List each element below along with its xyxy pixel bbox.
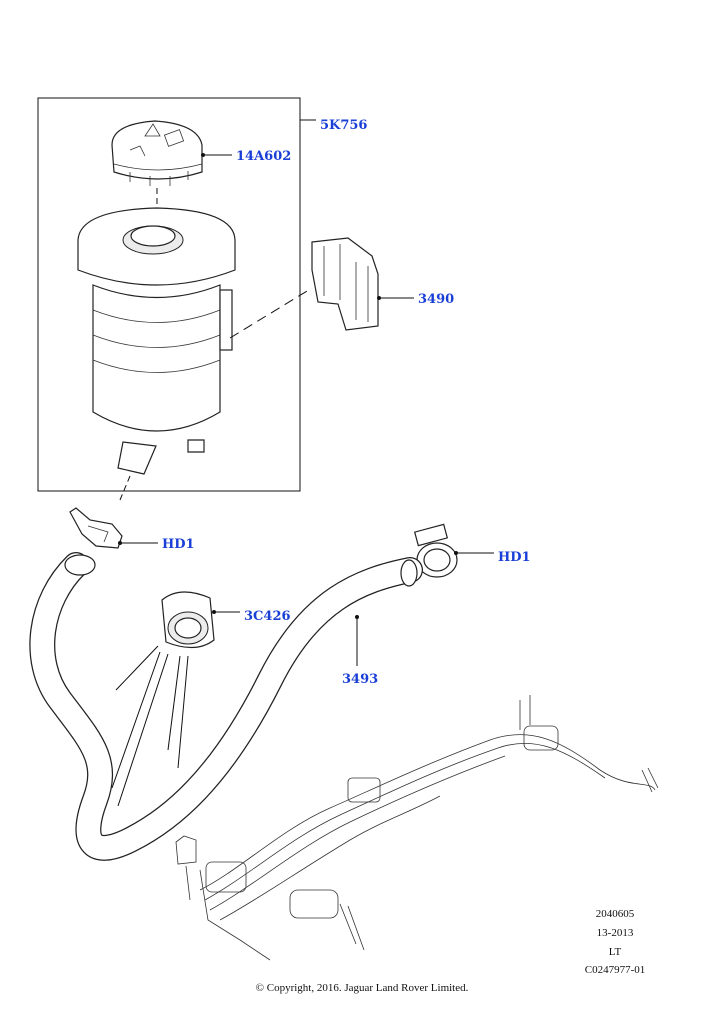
label-hose[interactable]: 3493: [342, 672, 378, 687]
reservoir-assembly-frame: [37, 97, 301, 492]
clip-position-leaders: [111, 645, 189, 807]
copyright-notice: © Copyright, 2016. Jaguar Land Rover Lim…: [255, 982, 469, 994]
label-bracket[interactable]: 3490: [418, 292, 454, 307]
reservoir-bracket[interactable]: [311, 237, 379, 331]
illustration-ref: C0247977-01: [584, 964, 646, 976]
power-steering-hose[interactable]: [29, 552, 423, 861]
illustration-date: 13-2013: [596, 927, 634, 939]
label-clamp-left[interactable]: HD1: [162, 537, 195, 552]
reservoir-body[interactable]: [77, 207, 236, 475]
reservoir-cap[interactable]: [111, 120, 203, 186]
label-cap[interactable]: 14A602: [236, 149, 291, 164]
illustration-side: LT: [608, 946, 622, 958]
steering-pipework: [175, 695, 659, 961]
label-reservoir-assembly[interactable]: 5K756: [320, 118, 367, 133]
illustration-number: 2040605: [595, 908, 635, 920]
hose-clamp-left[interactable]: [69, 507, 123, 549]
label-hose-clip[interactable]: 3C426: [244, 609, 291, 624]
hose-retaining-clip[interactable]: [161, 591, 215, 649]
label-clamp-right[interactable]: HD1: [498, 550, 531, 565]
